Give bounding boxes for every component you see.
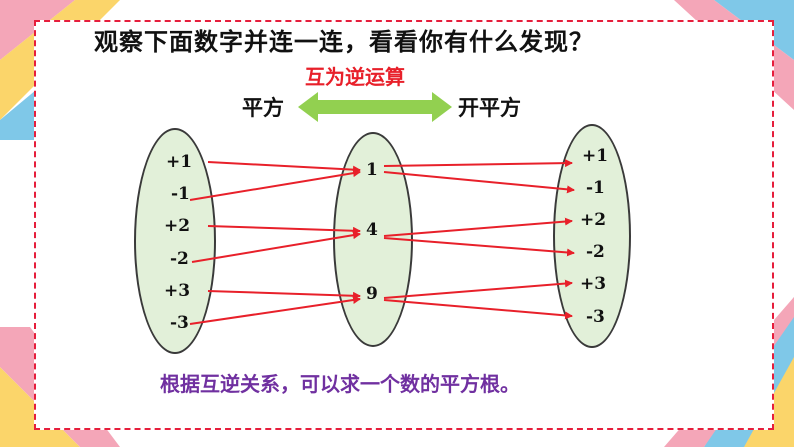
map-arrow <box>189 296 361 325</box>
right-value: +1 <box>582 146 609 166</box>
double-arrow-icon <box>298 92 452 122</box>
left-value: -1 <box>171 184 190 204</box>
map-arrow <box>383 159 573 168</box>
left-value: +2 <box>164 216 191 236</box>
middle-value: 9 <box>366 284 378 304</box>
left-value: -3 <box>170 313 189 333</box>
map-arrow <box>189 169 361 201</box>
map-arrow <box>383 217 573 237</box>
conclusion-text: 根据互逆关系，可以求一个数的平方根。 <box>160 372 520 396</box>
square-label: 平方 <box>242 96 284 120</box>
inverse-operation-label: 互为逆运算 <box>305 65 405 89</box>
map-arrow <box>383 171 575 194</box>
left-value: +1 <box>166 152 193 172</box>
page-title: 观察下面数字并连一连，看看你有什么发现？ <box>94 28 594 56</box>
square-root-label: 开平方 <box>458 96 521 120</box>
map-arrow <box>207 290 361 300</box>
map-arrow <box>191 231 361 263</box>
map-arrow <box>383 237 575 257</box>
right-value: +2 <box>580 210 607 230</box>
map-arrow <box>383 299 573 320</box>
map-arrow <box>383 279 573 299</box>
right-value: -3 <box>586 307 605 327</box>
left-ellipse <box>134 128 216 354</box>
middle-value: 1 <box>366 160 378 180</box>
right-value: +3 <box>580 274 607 294</box>
right-value: -1 <box>586 178 605 198</box>
middle-value: 4 <box>366 220 378 240</box>
left-value: -2 <box>170 249 189 269</box>
left-value: +3 <box>164 281 191 301</box>
right-value: -2 <box>586 242 605 262</box>
map-arrow <box>207 161 361 174</box>
map-arrow <box>207 225 361 235</box>
